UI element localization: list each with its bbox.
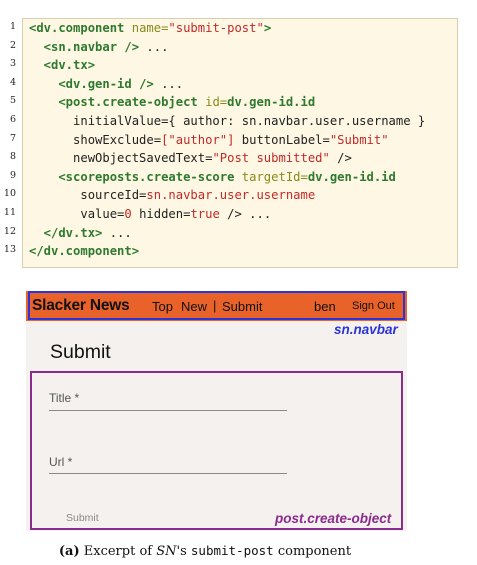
navbar: Slacker News Top New | Submit ben Sign O… <box>26 291 407 321</box>
code-line: </dv.component> <box>29 242 451 261</box>
code-token: "Post submitted" <box>212 151 330 166</box>
nav-link-top[interactable]: Top <box>152 299 173 314</box>
title-field[interactable] <box>49 410 287 411</box>
line-number: 13 <box>3 244 16 256</box>
code-token: ... <box>139 39 169 54</box>
code-token: sn.navbar.user.username <box>146 188 316 203</box>
code-token: "Submit" <box>329 132 389 147</box>
code-token: /> <box>131 76 154 91</box>
navbar-highlight-box <box>28 291 405 320</box>
code-token: </dv.tx> <box>29 225 103 240</box>
code-token: <post.create-object <box>29 95 198 110</box>
code-token: <dv.gen-id <box>29 76 132 91</box>
code-token: /> <box>219 206 242 221</box>
code-line: <scoreposts.create-score targetId=dv.gen… <box>29 168 451 187</box>
code-line: <post.create-object id=dv.gen-id.id <box>29 93 451 112</box>
title-field-label: Title * <box>49 391 80 405</box>
line-number: 5 <box>9 95 16 107</box>
code-token: targetId= <box>234 169 308 184</box>
code-token: <scoreposts.create-score <box>29 169 235 184</box>
figure-caption: (a) Excerpt of SN's submit-post componen… <box>0 543 410 559</box>
code-token: > <box>87 58 96 73</box>
code-token: ... <box>153 76 184 91</box>
code-token: </dv.component> <box>29 244 140 259</box>
ui-screenshot: Slacker News Top New | Submit ben Sign O… <box>26 291 407 531</box>
nav-link-submit[interactable]: Submit <box>222 299 263 314</box>
code-line: value=0 hidden=true /> ... <box>29 205 451 224</box>
page-title: Submit <box>50 341 111 363</box>
code-token: /> <box>329 151 352 166</box>
line-number: 6 <box>9 113 16 125</box>
line-number: 2 <box>9 39 16 51</box>
code-line: <dv.gen-id /> ... <box>29 75 451 94</box>
form-highlight-box <box>30 371 403 530</box>
caption-label: (a) <box>58 544 80 559</box>
code-line: <dv.component name="submit-post"> <box>29 19 451 38</box>
line-number: 8 <box>9 151 16 163</box>
code-line: initialValue={ author: sn.navbar.user.us… <box>29 112 451 131</box>
form-tag-label: post.create-object <box>275 511 392 526</box>
code-box: <dv.component name="submit-post"> <sn.na… <box>22 18 458 268</box>
nav-username[interactable]: ben <box>314 299 336 314</box>
code-line: <sn.navbar /> ... <box>29 38 451 57</box>
nav-separator: | <box>213 298 217 313</box>
code-token: name= <box>124 21 169 35</box>
code-token: <dv.tx <box>29 58 88 73</box>
submit-button[interactable]: Submit <box>66 512 99 524</box>
code-token: <sn.navbar <box>29 39 118 54</box>
line-number: 4 <box>9 76 16 88</box>
line-number: 11 <box>3 206 16 218</box>
code-token: /> <box>117 39 140 54</box>
code-token: > <box>263 21 272 35</box>
code-token: value= <box>29 206 125 221</box>
code-token: dv.gen-id.id <box>307 169 396 184</box>
code-token: ... <box>102 225 132 240</box>
line-number: 12 <box>3 225 16 237</box>
sign-out-button[interactable]: Sign Out <box>352 300 395 312</box>
code-token: buttonLabel= <box>234 132 330 147</box>
line-number: 3 <box>9 58 16 70</box>
code-token: sourceId= <box>29 188 147 203</box>
code-token: showExclude= <box>29 132 162 147</box>
code-token: true <box>190 206 220 221</box>
line-number: 9 <box>9 169 16 181</box>
line-number: 10 <box>3 188 16 200</box>
code-line: sourceId=sn.navbar.user.username <box>29 186 451 205</box>
code-token: newObjectSavedText= <box>29 151 213 166</box>
url-field[interactable] <box>49 473 287 474</box>
code-token: <dv.component <box>29 21 125 35</box>
code-token: hidden= <box>131 206 191 221</box>
line-number: 1 <box>9 21 16 32</box>
caption-component-name: submit-post <box>190 543 274 558</box>
navbar-tag-label: sn.navbar <box>334 322 398 337</box>
code-token: dv.gen-id.id <box>227 95 316 110</box>
caption-sn: SN <box>156 544 177 559</box>
code-line: newObjectSavedText="Post submitted" /> <box>29 149 451 168</box>
code-token: "submit-post" <box>168 21 264 35</box>
brand-logo[interactable]: Slacker News <box>32 297 130 314</box>
code-token: id= <box>197 95 228 110</box>
code-line: showExclude=["author"] buttonLabel="Subm… <box>29 131 451 150</box>
code-token: initialValue={ author: sn.navbar.user.us… <box>29 113 426 128</box>
code-line: </dv.tx> ... <box>29 224 451 243</box>
code-token: ["author"] <box>161 132 235 147</box>
caption-text-pre: Excerpt of <box>83 544 153 559</box>
line-number: 7 <box>9 132 16 144</box>
code-token: ... <box>241 206 272 221</box>
nav-link-new[interactable]: New <box>181 299 208 314</box>
caption-possessive: 's <box>176 544 187 559</box>
caption-text-post: component <box>277 544 352 559</box>
code-line: <dv.tx> <box>29 56 451 75</box>
url-field-label: Url * <box>49 455 73 469</box>
code-token: 0 <box>124 206 132 221</box>
